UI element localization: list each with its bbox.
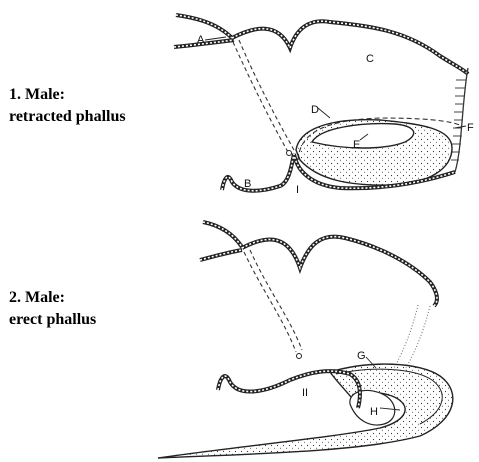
- label-e: E: [353, 139, 360, 151]
- hatching-f: [451, 80, 466, 160]
- label-g: G: [357, 350, 366, 362]
- figure-2-erect: G H II: [158, 222, 453, 458]
- label-b: B: [244, 178, 251, 190]
- caption-1-subtitle: retracted phallus: [9, 108, 126, 125]
- label-a: A: [197, 34, 205, 46]
- caption-2-subtitle: erect phallus: [9, 311, 96, 328]
- label-i: I: [296, 184, 299, 196]
- figure-1-retracted: A B C D E F I: [174, 15, 474, 196]
- body-wall-2: [242, 237, 437, 306]
- gonopore-1: [287, 151, 292, 156]
- label-f: F: [467, 122, 474, 134]
- gonopore-2: [297, 354, 302, 359]
- caption-1-title: 1. Male:: [9, 86, 65, 103]
- dashed-ejaculatory-duct: [233, 42, 288, 152]
- label-c: C: [366, 53, 374, 65]
- everted-phallus: [158, 364, 453, 458]
- label-h: H: [370, 406, 378, 418]
- label-d: D: [311, 104, 319, 116]
- caption-figure-1: 1. Male: retracted phallus: [9, 84, 126, 128]
- caption-2-title: 2. Male:: [9, 289, 65, 306]
- caption-figure-2: 2. Male: erect phallus: [9, 287, 96, 331]
- label-ii: II: [302, 387, 308, 399]
